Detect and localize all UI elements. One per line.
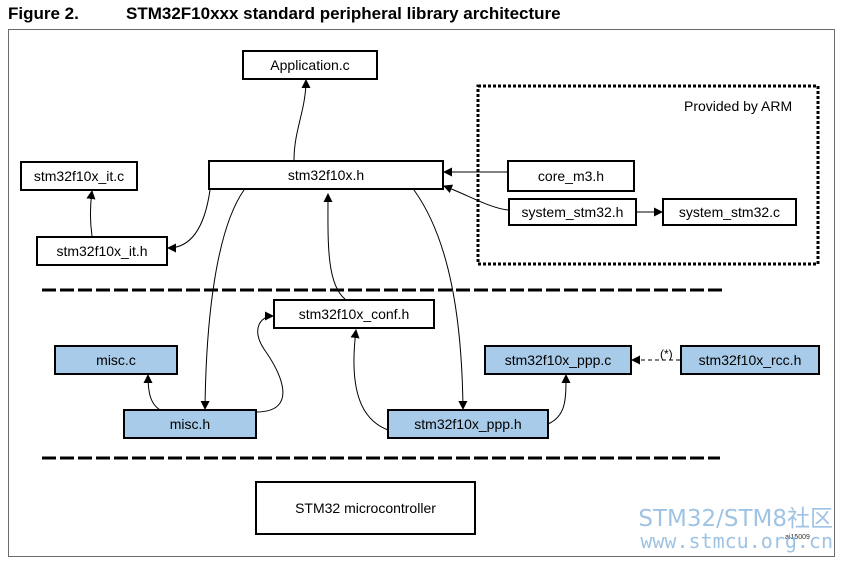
arrow-it-h-to-it-c bbox=[86, 190, 96, 237]
stm32f10x-ppp-h-box: stm32f10x_ppp.h bbox=[387, 409, 549, 439]
stm32f10x-it-c-box: stm32f10x_it.c bbox=[20, 161, 138, 191]
misc-c-box: misc.c bbox=[54, 345, 178, 375]
stm32f10x-ppp-c-box: stm32f10x_ppp.c bbox=[484, 345, 632, 375]
misc-h-box: misc.h bbox=[123, 409, 257, 439]
stm32f10x-conf-h-box: stm32f10x_conf.h bbox=[273, 299, 435, 329]
stm32f10x-h-box: stm32f10x.h bbox=[208, 160, 444, 190]
system-stm32-c-box: system_stm32.c bbox=[662, 198, 797, 226]
arrow-ppp-h-to-conf bbox=[350, 329, 389, 431]
system-stm32-h-box: system_stm32.h bbox=[508, 198, 637, 226]
arrow-stm32f10x-to-misc-h bbox=[200, 189, 245, 410]
figure-caption: Figure 2. STM32F10xxx standard peripheral… bbox=[8, 4, 561, 24]
arrow-system-h-to-stm32f10x bbox=[443, 184, 509, 211]
figure-code: ai15009 bbox=[785, 534, 810, 541]
arm-region-label: Provided by ARM bbox=[684, 98, 793, 114]
watermark-line-1: STM32/STM8社区 bbox=[638, 505, 833, 532]
figure-number: Figure 2. bbox=[8, 4, 79, 23]
arrow-stm32f10x-to-application bbox=[293, 79, 311, 161]
arrow-conf-to-stm32f10x bbox=[323, 193, 346, 300]
optional-dependency-marker: (*) bbox=[660, 347, 673, 361]
arrow-stm32f10x-to-it-h bbox=[167, 189, 211, 253]
arm-region-border bbox=[476, 84, 820, 266]
diagram-frame bbox=[8, 29, 835, 557]
application-c-box: Application.c bbox=[242, 50, 378, 80]
site-watermark: STM32/STM8社区 www.stmcu.org.cn bbox=[638, 507, 833, 552]
arrow-misc-h-to-conf bbox=[255, 311, 284, 413]
stm32f10x-it-h-box: stm32f10x_it.h bbox=[36, 236, 168, 266]
arrow-stm32f10x-to-ppp-h bbox=[413, 189, 468, 410]
arrow-ppp-h-to-ppp-c bbox=[547, 374, 571, 425]
watermark-line-2: www.stmcu.org.cn bbox=[640, 529, 833, 553]
stm32-microcontroller-box: STM32 microcontroller bbox=[255, 481, 476, 535]
stm32f10x-rcc-h-box: stm32f10x_rcc.h bbox=[680, 345, 820, 375]
arrow-misc-h-to-misc-c bbox=[143, 374, 163, 412]
figure-title: STM32F10xxx standard peripheral library … bbox=[126, 4, 561, 23]
core-m3-h-box: core_m3.h bbox=[507, 160, 635, 192]
